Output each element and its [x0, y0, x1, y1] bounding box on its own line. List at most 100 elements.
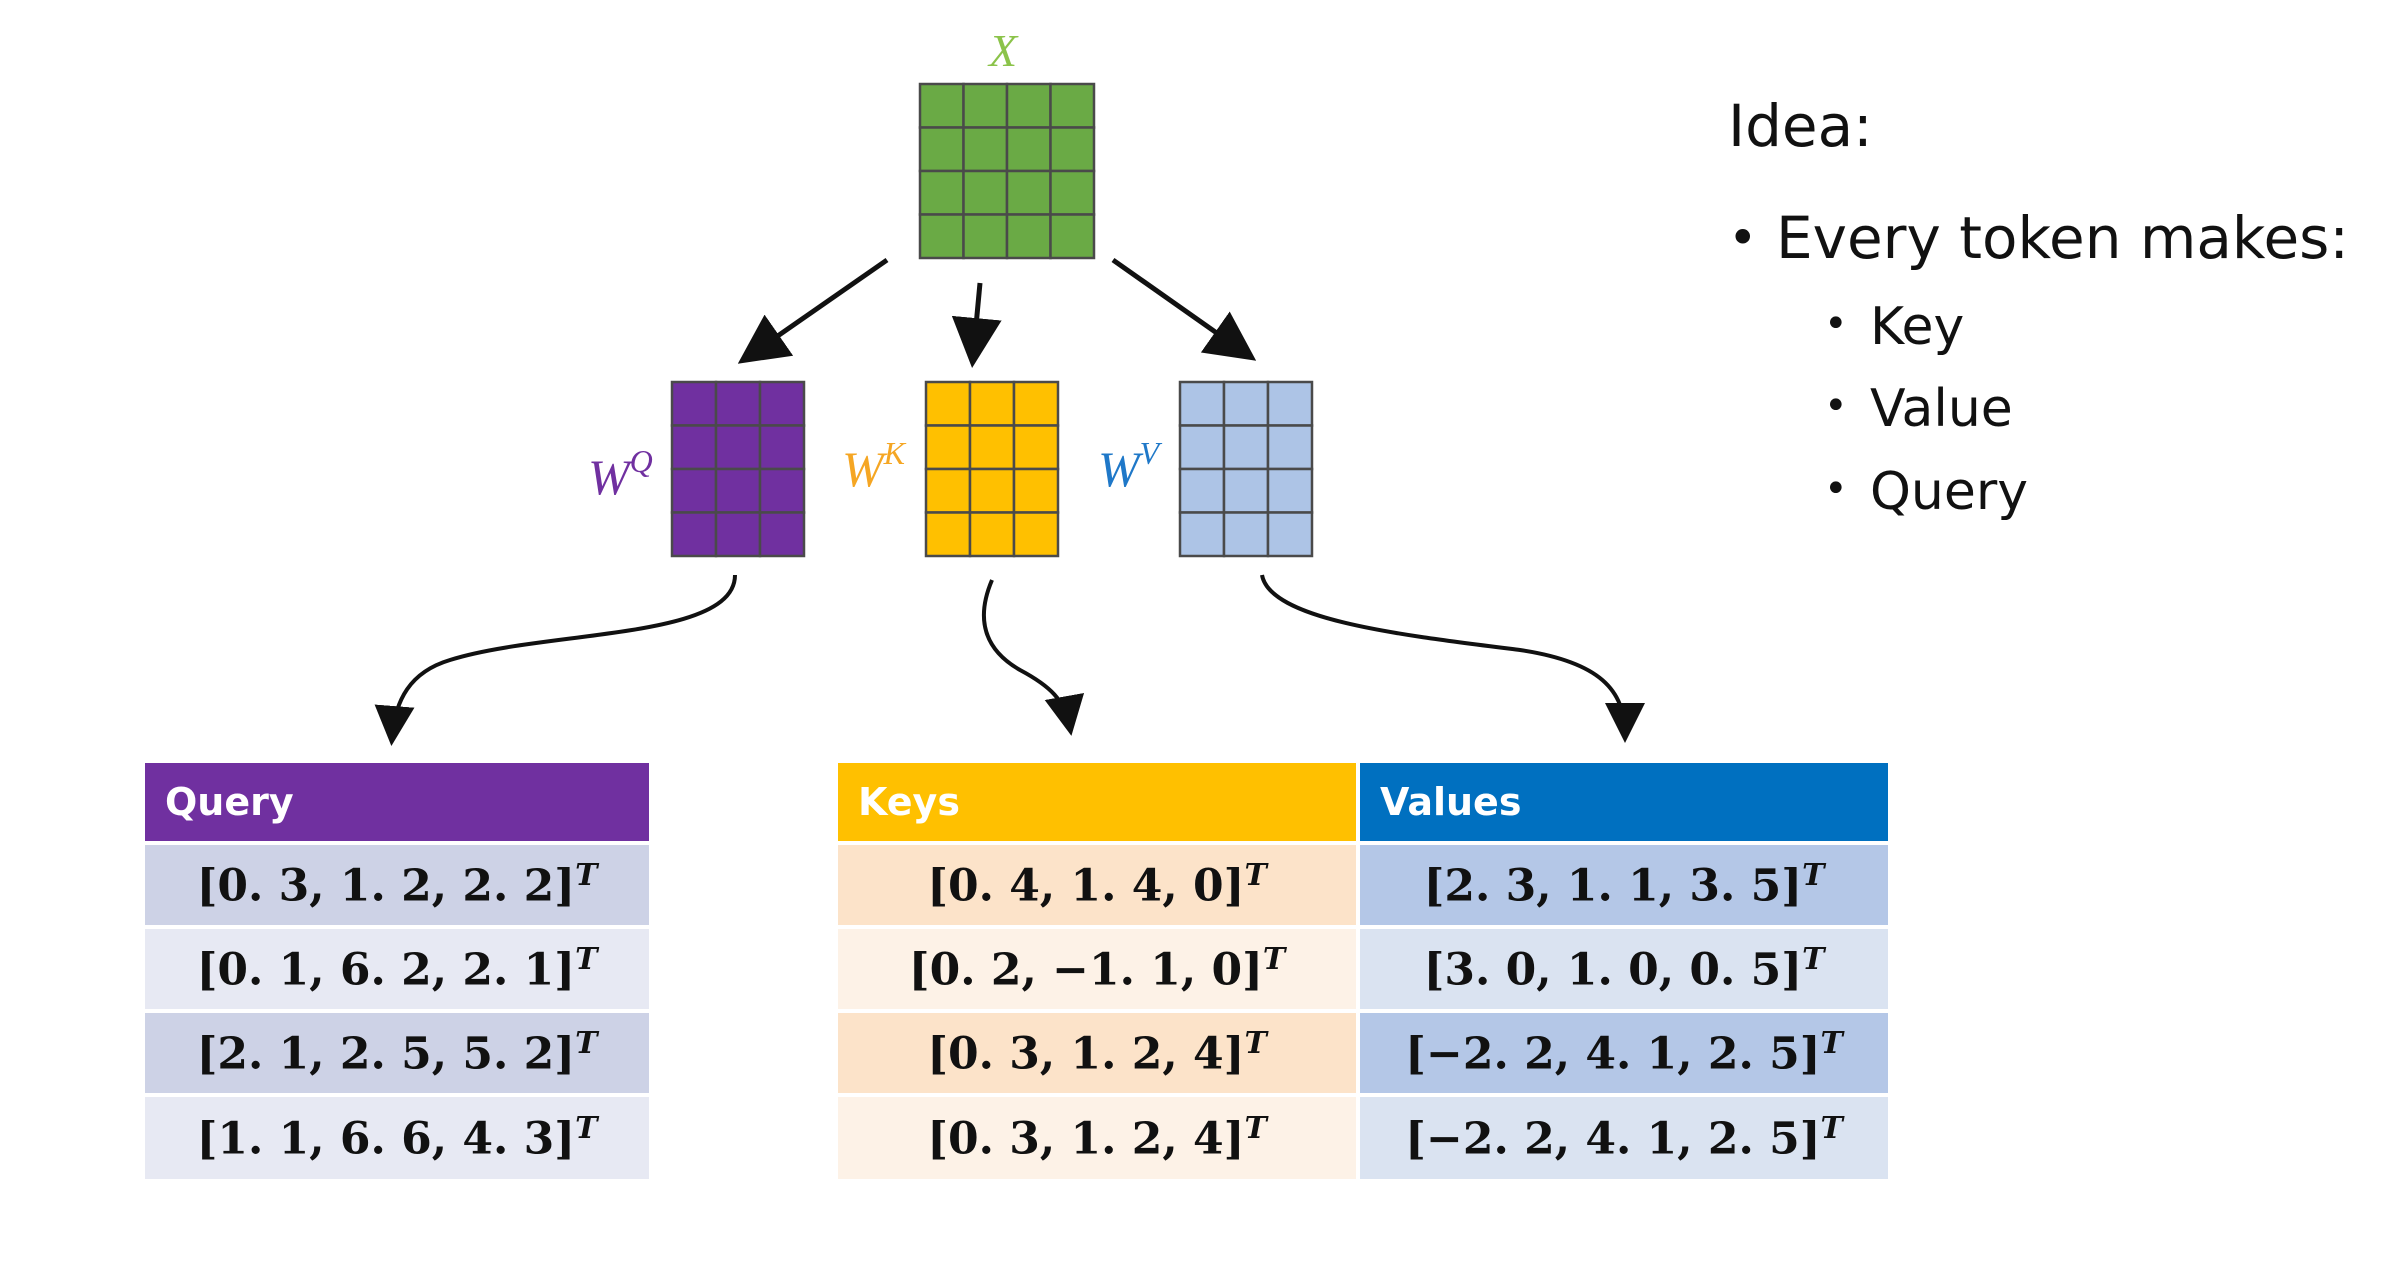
query-cell: [1. 1, 6. 6, 4. 3]T [145, 1093, 649, 1179]
value-cell: [2. 3, 1. 1, 3. 5]T [1356, 841, 1888, 927]
wv-matrix-cell [1266, 467, 1314, 514]
wk-matrix [924, 380, 1060, 558]
x-matrix-cell [1049, 82, 1096, 129]
x-matrix-cell [1005, 82, 1052, 129]
keys-values-table: Keys Values [0. 4, 1. 4, 0]T [2. 3, 1. 1… [838, 763, 1888, 1179]
wk-matrix-cell [968, 380, 1016, 427]
idea-sub-bullet-dot-value: • [1824, 383, 1848, 429]
wv-matrix-cell [1222, 511, 1270, 558]
curve-wq-to-query [374, 574, 737, 746]
wk-matrix-cell [924, 424, 972, 471]
query-cell: [0. 3, 1. 2, 2. 2]T [145, 841, 649, 927]
value-cell: [−2. 2, 4. 1, 2. 5]T [1356, 1093, 1888, 1179]
wv-matrix-cell [1178, 424, 1226, 471]
x-matrix-cell [1005, 126, 1052, 173]
wk-matrix-cell [924, 467, 972, 514]
x-matrix-cell [1049, 126, 1096, 173]
wv-matrix-cell [1222, 424, 1270, 471]
wv-matrix [1178, 380, 1314, 558]
table-row: [0. 3, 1. 2, 4]T [−2. 2, 4. 1, 2. 5]T [838, 1093, 1888, 1179]
key-cell: [0. 3, 1. 2, 4]T [838, 1009, 1358, 1095]
wk-matrix-cell [968, 467, 1016, 514]
arrow-x-to-wk [951, 282, 1002, 368]
x-matrix [918, 82, 1096, 260]
idea-heading: Idea: [1728, 92, 1873, 160]
x-matrix-cell [918, 126, 965, 173]
wq-matrix-cell [758, 424, 806, 471]
table-row: [1. 1, 6. 6, 4. 3]T [145, 1093, 649, 1179]
key-cell: [0. 3, 1. 2, 4]T [838, 1093, 1358, 1179]
wk-matrix-cell [1012, 424, 1060, 471]
wq-matrix-cell [758, 511, 806, 558]
table-row: [0. 3, 1. 2, 4]T [−2. 2, 4. 1, 2. 5]T [838, 1009, 1888, 1095]
key-cell: [0. 2, −1. 1, 0]T [838, 925, 1358, 1011]
query-cell: [0. 1, 6. 2, 2. 1]T [145, 925, 649, 1011]
x-matrix-cell [918, 213, 965, 260]
wq-matrix [670, 380, 806, 558]
wk-matrix-cell [1012, 511, 1060, 558]
wq-matrix-cell [714, 424, 762, 471]
idea-bullet-dot: • [1728, 209, 1758, 267]
wk-matrix-cell [1012, 380, 1060, 427]
arrow-x-to-wv [1111, 257, 1257, 361]
idea-sub-bullet-query: Query [1870, 462, 2028, 522]
keys-header: Keys [838, 763, 1358, 843]
wv-matrix-cell [1178, 380, 1226, 427]
query-cell: [2. 1, 2. 5, 5. 2]T [145, 1009, 649, 1095]
wq-matrix-cell [714, 380, 762, 427]
idea-bullet: Every token makes: [1776, 204, 2349, 272]
x-matrix-cell [1049, 213, 1096, 260]
wq-label: WQ [588, 443, 653, 505]
value-cell: [−2. 2, 4. 1, 2. 5]T [1356, 1009, 1888, 1095]
table-row: [0. 1, 6. 2, 2. 1]T [145, 925, 649, 1011]
table-row: [0. 2, −1. 1, 0]T [3. 0, 1. 0, 0. 5]T [838, 925, 1888, 1011]
wv-matrix-cell [1266, 380, 1314, 427]
wv-label: WV [1098, 435, 1163, 497]
query-table: Query [0. 3, 1. 2, 2. 2]T [0. 1, 6. 2, 2… [145, 763, 649, 1179]
wv-matrix-cell [1222, 380, 1270, 427]
wq-matrix-cell [670, 424, 718, 471]
curve-wv-to-values [1260, 574, 1645, 743]
idea-sub-bullet-key: Key [1870, 297, 1964, 357]
wv-matrix-cell [1178, 511, 1226, 558]
curve-wk-to-keys [982, 579, 1085, 736]
wk-matrix-cell [1012, 467, 1060, 514]
wq-matrix-cell [714, 467, 762, 514]
query-header: Query [145, 763, 649, 843]
wv-matrix-cell [1266, 424, 1314, 471]
wq-matrix-cell [670, 511, 718, 558]
idea-sub-bullet-value: Value [1870, 379, 2013, 439]
wk-matrix-cell [924, 511, 972, 558]
values-header: Values [1356, 763, 1888, 843]
x-matrix-cell [962, 213, 1009, 260]
x-matrix-cell [918, 169, 965, 216]
idea-sub-bullet-dot-key: • [1824, 301, 1848, 347]
wk-matrix-cell [968, 424, 1016, 471]
wq-matrix-cell [758, 467, 806, 514]
x-matrix-cell [1005, 213, 1052, 260]
x-matrix-cell [1005, 169, 1052, 216]
x-matrix-cell [918, 82, 965, 129]
value-cell: [3. 0, 1. 0, 0. 5]T [1356, 925, 1888, 1011]
wq-matrix-cell [670, 467, 718, 514]
wv-matrix-cell [1266, 511, 1314, 558]
wq-matrix-cell [758, 380, 806, 427]
x-matrix-cell [962, 169, 1009, 216]
wk-label: WK [842, 435, 907, 497]
x-matrix-cell [962, 126, 1009, 173]
arrow-x-to-wq [737, 257, 889, 364]
x-matrix-cell [962, 82, 1009, 129]
x-matrix-cell [1049, 169, 1096, 216]
wv-matrix-cell [1222, 467, 1270, 514]
wq-matrix-cell [670, 380, 718, 427]
table-row: [0. 3, 1. 2, 2. 2]T [145, 841, 649, 927]
table-row: [0. 4, 1. 4, 0]T [2. 3, 1. 1, 3. 5]T [838, 841, 1888, 927]
wk-matrix-cell [968, 511, 1016, 558]
idea-sub-bullet-dot-query: • [1824, 466, 1848, 512]
wv-matrix-cell [1178, 467, 1226, 514]
table-row: [2. 1, 2. 5, 5. 2]T [145, 1009, 649, 1095]
key-cell: [0. 4, 1. 4, 0]T [838, 841, 1358, 927]
wk-matrix-cell [924, 380, 972, 427]
wq-matrix-cell [714, 511, 762, 558]
